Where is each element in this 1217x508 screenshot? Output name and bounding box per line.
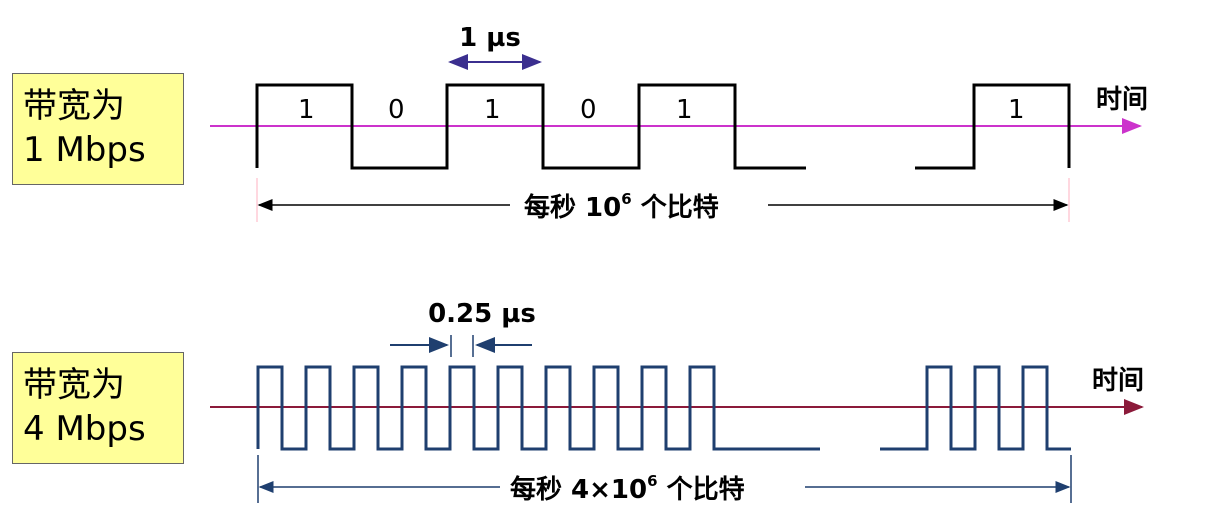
bandwidth-label-line1: 带宽为 [23, 365, 125, 405]
span-label-prefix: 每秒 10 [524, 192, 621, 223]
span-label-2: 每秒 4×106 个比特 [510, 472, 745, 505]
interval-label-1: 1 µs [459, 23, 521, 53]
bit-label: 1 [1008, 95, 1025, 125]
span-label-prefix: 每秒 4×10 [510, 474, 647, 505]
span-label-exponent: 6 [621, 190, 631, 208]
bandwidth-label-box-4mbps: 带宽为 4 Mbps [12, 352, 184, 464]
interval-label-2: 0.25 µs [428, 299, 536, 329]
span-label-suffix: 个比特 [658, 474, 745, 505]
span-label-1: 每秒 106 个比特 [524, 190, 719, 223]
bit-label: 1 [484, 95, 501, 125]
waveform-4mbps-part1 [256, 365, 820, 451]
bandwidth-label-line2: 1 Mbps [23, 130, 146, 170]
bit-label: 0 [388, 95, 405, 125]
bandwidth-label-box-1mbps: 带宽为 1 Mbps [12, 73, 184, 185]
bit-label: 1 [298, 95, 315, 125]
bandwidth-label-line2: 4 Mbps [23, 409, 146, 449]
time-axis-label-1: 时间 [1096, 85, 1148, 115]
bit-label: 1 [676, 95, 693, 125]
time-axis-label-2: 时间 [1092, 366, 1144, 396]
bit-label: 0 [580, 95, 597, 125]
waveform-1mbps-part2 [915, 83, 1071, 170]
waveform-1mbps-part1 [255, 83, 806, 170]
bandwidth-label-line1: 带宽为 [23, 86, 125, 126]
span-label-exponent: 6 [647, 472, 657, 490]
waveform-4mbps-part2 [880, 365, 1071, 451]
span-label-suffix: 个比特 [632, 192, 719, 223]
